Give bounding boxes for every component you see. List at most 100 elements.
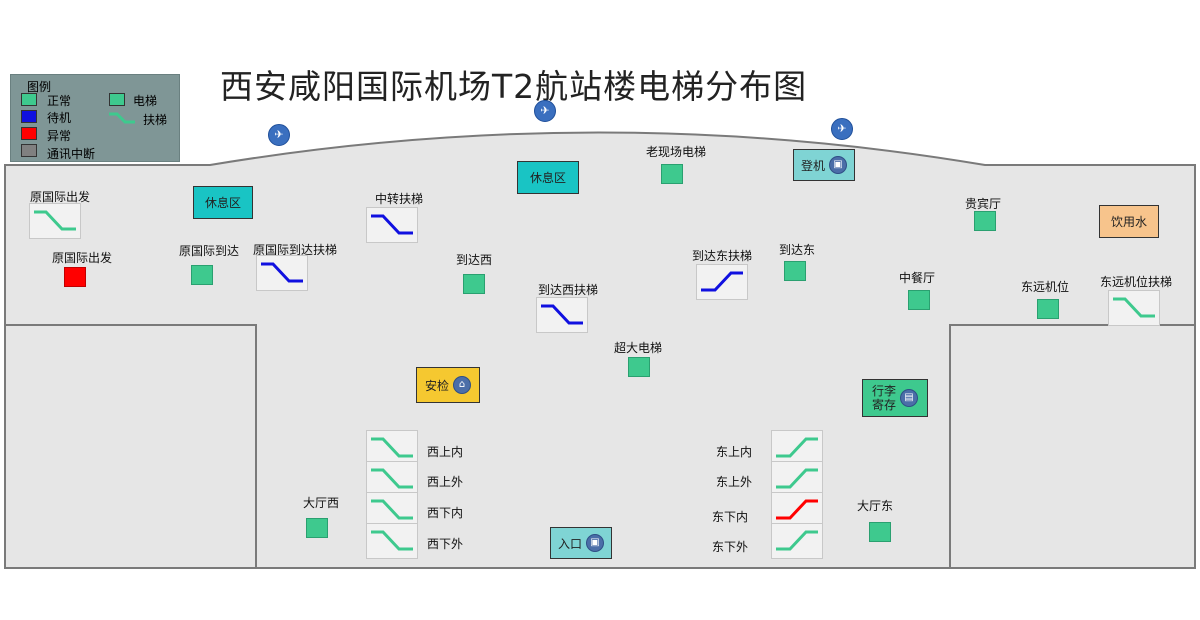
elevator-marker[interactable] bbox=[628, 357, 650, 377]
escalator-marker[interactable] bbox=[366, 207, 418, 243]
legend-swatch-error bbox=[21, 127, 37, 140]
escalator-icon bbox=[34, 210, 76, 231]
escalator-marker[interactable] bbox=[1108, 290, 1160, 326]
elevator-marker[interactable] bbox=[463, 274, 485, 294]
escalator-icon bbox=[776, 530, 818, 551]
escalator-marker[interactable] bbox=[366, 523, 418, 559]
elevator-label: 到达西 bbox=[456, 253, 493, 267]
legend-swatch-normal bbox=[21, 93, 37, 106]
legend-label-standby: 待机 bbox=[47, 111, 72, 125]
elevator-marker[interactable] bbox=[1037, 299, 1059, 319]
escalator-icon bbox=[371, 530, 413, 551]
elevator-label: 原国际到达 bbox=[179, 244, 240, 258]
escalator-icon bbox=[701, 271, 743, 292]
escalator-label: 东下内 bbox=[712, 510, 749, 524]
elevator-marker[interactable] bbox=[869, 522, 891, 542]
elevator-label: 东远机位 bbox=[1021, 280, 1070, 294]
escalator-stroke bbox=[371, 214, 413, 235]
escalator-icon bbox=[261, 262, 303, 283]
elevator-marker[interactable] bbox=[784, 261, 806, 281]
boarding-box[interactable]: 登机 ▣ bbox=[793, 149, 855, 181]
elevator-icon bbox=[109, 93, 125, 106]
entrance-icon: ▣ bbox=[586, 534, 604, 552]
escalator-label: 东上外 bbox=[716, 475, 753, 489]
escalator-label: 西下内 bbox=[427, 506, 464, 520]
escalator-icon bbox=[109, 112, 135, 124]
escalator-label: 中转扶梯 bbox=[375, 192, 424, 206]
escalator-icon bbox=[541, 304, 583, 325]
escalator-marker[interactable] bbox=[771, 461, 823, 497]
escalator-icon bbox=[776, 468, 818, 489]
legend-swatch-standby bbox=[21, 110, 37, 123]
rest-area-center[interactable]: 休息区 bbox=[517, 161, 579, 194]
legend-label-offline: 通讯中断 bbox=[47, 147, 96, 161]
luggage-icon: ▤ bbox=[900, 389, 918, 407]
east-block bbox=[949, 324, 1196, 569]
drinking-water-box[interactable]: 饮用水 bbox=[1099, 205, 1159, 238]
escalator-stroke bbox=[776, 499, 818, 520]
escalator-icon bbox=[371, 437, 413, 458]
rest-area-label: 休息区 bbox=[529, 171, 566, 185]
escalator-label: 东远机位扶梯 bbox=[1100, 275, 1173, 289]
escalator-stroke bbox=[261, 262, 303, 283]
escalator-icon bbox=[371, 468, 413, 489]
boarding-gate-icon: ▣ bbox=[829, 156, 847, 174]
elevator-label: 中餐厅 bbox=[899, 271, 936, 285]
legend-label-elevator: 电梯 bbox=[133, 94, 158, 108]
elevator-marker[interactable] bbox=[306, 518, 328, 538]
elevator-label: 到达东 bbox=[779, 243, 816, 257]
escalator-label: 东下外 bbox=[712, 540, 749, 554]
legend-label-escalator: 扶梯 bbox=[143, 113, 168, 127]
escalator-label: 到达西扶梯 bbox=[538, 283, 599, 297]
airplane-icon: ✈ bbox=[534, 100, 556, 122]
legend-label-error: 异常 bbox=[47, 129, 72, 143]
elevator-label: 老现场电梯 bbox=[646, 145, 707, 159]
entrance-box[interactable]: 入口 ▣ bbox=[550, 527, 612, 559]
escalator-label: 东上内 bbox=[716, 445, 753, 459]
security-label: 安检 bbox=[424, 378, 449, 393]
elevator-label: 超大电梯 bbox=[614, 341, 663, 355]
elevator-marker[interactable] bbox=[64, 267, 86, 287]
escalator-marker[interactable] bbox=[771, 430, 823, 466]
escalator-label: 原国际到达扶梯 bbox=[253, 243, 338, 257]
escalator-icon bbox=[371, 214, 413, 235]
luggage-storage-box[interactable]: 行李 寄存 ▤ bbox=[862, 379, 928, 417]
escalator-icon bbox=[776, 437, 818, 458]
escalator-label: 西下外 bbox=[427, 537, 464, 551]
elevator-label: 贵宾厅 bbox=[965, 197, 1002, 211]
page-title: 西安咸阳国际机场T2航站楼电梯分布图 bbox=[220, 67, 808, 106]
luggage-label-2: 寄存 bbox=[871, 398, 896, 412]
elevator-label: 大厅东 bbox=[857, 499, 894, 513]
escalator-stroke bbox=[776, 530, 818, 551]
elevator-marker[interactable] bbox=[974, 211, 996, 231]
escalator-label: 西上外 bbox=[427, 475, 464, 489]
escalator-stroke bbox=[541, 304, 583, 325]
entrance-label: 入口 bbox=[557, 536, 582, 551]
elevator-marker[interactable] bbox=[908, 290, 930, 310]
escalator-stroke bbox=[1113, 297, 1155, 318]
escalator-marker[interactable] bbox=[696, 264, 748, 300]
security-box[interactable]: 安检 ⌂ bbox=[416, 367, 480, 403]
escalator-marker[interactable] bbox=[366, 461, 418, 497]
escalator-marker[interactable] bbox=[536, 297, 588, 333]
escalator-marker[interactable] bbox=[256, 255, 308, 291]
rest-area-label: 休息区 bbox=[204, 196, 241, 210]
escalator-icon bbox=[776, 499, 818, 520]
drinking-water-label: 饮用水 bbox=[1110, 215, 1147, 229]
boarding-label: 登机 bbox=[800, 158, 825, 173]
legend-swatch-offline bbox=[21, 144, 37, 157]
escalator-icon bbox=[371, 499, 413, 520]
escalator-marker[interactable] bbox=[366, 492, 418, 528]
escalator-stroke bbox=[371, 468, 413, 489]
elevator-marker[interactable] bbox=[191, 265, 213, 285]
rest-area-left[interactable]: 休息区 bbox=[193, 186, 253, 219]
escalator-stroke bbox=[701, 271, 743, 292]
airplane-icon: ✈ bbox=[268, 124, 290, 146]
escalator-marker[interactable] bbox=[29, 203, 81, 239]
escalator-stroke bbox=[371, 437, 413, 458]
escalator-stroke bbox=[34, 210, 76, 231]
elevator-marker[interactable] bbox=[661, 164, 683, 184]
security-check-icon: ⌂ bbox=[453, 376, 471, 394]
escalator-marker[interactable] bbox=[771, 523, 823, 559]
